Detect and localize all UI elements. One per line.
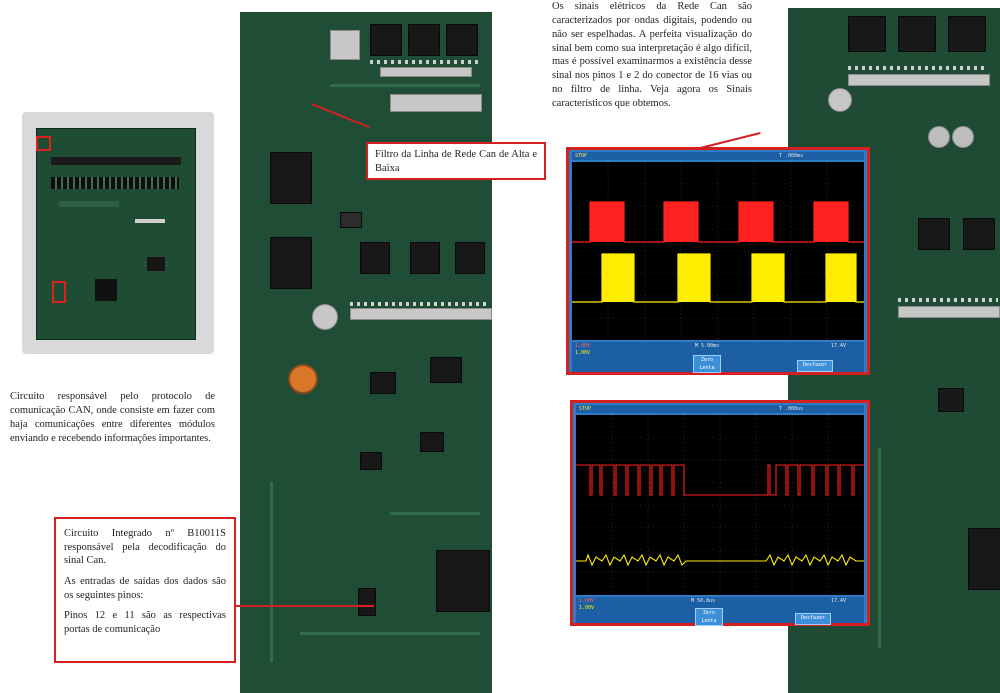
scope-bottom-waveform — [576, 415, 864, 595]
scope-top-zero-button: Zero Lenta — [693, 355, 721, 373]
main-pcb-photo — [240, 12, 492, 693]
scope-top-status: STOP — [575, 153, 588, 159]
module-pcb-thumbnail — [36, 128, 196, 340]
scope-bottom-zero-button: Zero Lenta — [695, 608, 723, 626]
scope-top-time: T .000ms — [779, 153, 804, 159]
ic-callout-line-3: Pinos 12 e 11 são as respectivas portas … — [64, 610, 226, 635]
scope-top-ch2-scale: 1.00V — [575, 350, 591, 356]
intro-text: Os sinais elétricos da Rede Can são cara… — [552, 1, 752, 110]
scope-bottom-status: STOP — [579, 406, 592, 412]
ic-callout: Circuito Integrado nº B10011S responsáve… — [54, 517, 236, 663]
oscilloscope-screen-bottom: STOP T .000us 1.00V 1.00V M 50.0us 17.4V… — [570, 400, 870, 626]
circuit-description: Circuito responsável pelo protocolo de c… — [10, 391, 215, 444]
scope-top-reading: 17.4V — [831, 343, 847, 349]
scope-bottom-ch2-scale: 1.00V — [579, 605, 595, 611]
scope-top-timebase: M 5.00ms — [695, 343, 720, 349]
ic-callout-line-2: As entradas de saídas dos dados são os s… — [64, 575, 226, 601]
scope-bottom-time: T .000us — [779, 406, 804, 412]
scope-bottom-reading: 17.4V — [831, 598, 847, 604]
scope-bottom-ch1-scale: 1.00V — [579, 598, 595, 604]
scope-bottom-timebase: M 50.0us — [691, 598, 716, 604]
scope-top-ch1-scale: 1.00V — [575, 343, 591, 349]
filter-callout-text: Filtro da Linha de Rede Can de Alta e Ba… — [375, 149, 537, 174]
oscilloscope-screen-top: STOP T .000ms 1.00V 1. — [566, 147, 870, 375]
ic-callout-pointer — [234, 605, 374, 607]
scope-bottom-undo-button: Desfazer — [795, 613, 831, 625]
ic-location-marker — [52, 281, 66, 303]
scope-top-waveform — [572, 162, 864, 340]
scope-top-undo-button: Desfazer — [797, 360, 833, 372]
can-circuit-marker — [36, 136, 51, 151]
ic-callout-line-1: Circuito Integrado nº B10011S responsáve… — [64, 528, 226, 567]
filter-callout: Filtro da Linha de Rede Can de Alta e Ba… — [366, 142, 546, 180]
